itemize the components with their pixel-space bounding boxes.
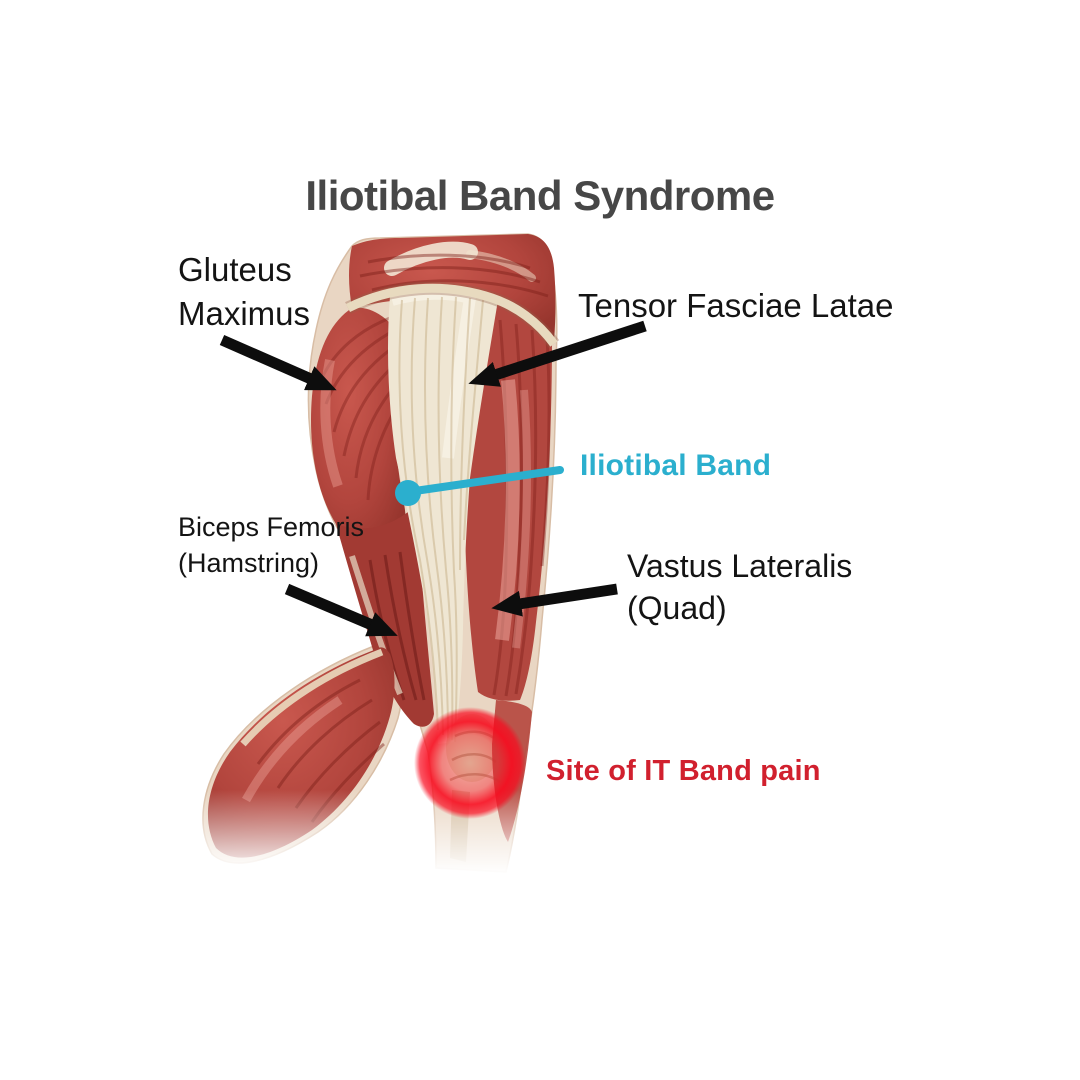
page-title: Iliotibal Band Syndrome: [305, 172, 775, 219]
gluteus-arrow: [219, 334, 337, 391]
bottom-fade: [140, 790, 600, 890]
label-iliotibal-band: Iliotibal Band: [580, 449, 772, 482]
vastus-arrow: [491, 583, 618, 617]
label-vastus-lateralis: Vastus Lateralis (Quad): [627, 548, 853, 626]
biceps-arrow: [284, 583, 398, 637]
label-gluteus-maximus: Gluteus Maximus: [178, 251, 311, 332]
label-site-of-pain: Site of IT Band pain: [546, 755, 821, 787]
tensor-arrow: [468, 320, 647, 387]
label-biceps-femoris: Biceps Femoris (Hamstring): [178, 512, 365, 578]
pain-glow: [414, 707, 526, 819]
it-band: [388, 287, 498, 744]
label-tensor-fasciae-latae: Tensor Fasciae Latae: [578, 287, 894, 324]
itband-pointer-dot: [395, 480, 421, 506]
itband-pointer: [404, 466, 564, 496]
hip-tendon-band: [345, 281, 560, 348]
